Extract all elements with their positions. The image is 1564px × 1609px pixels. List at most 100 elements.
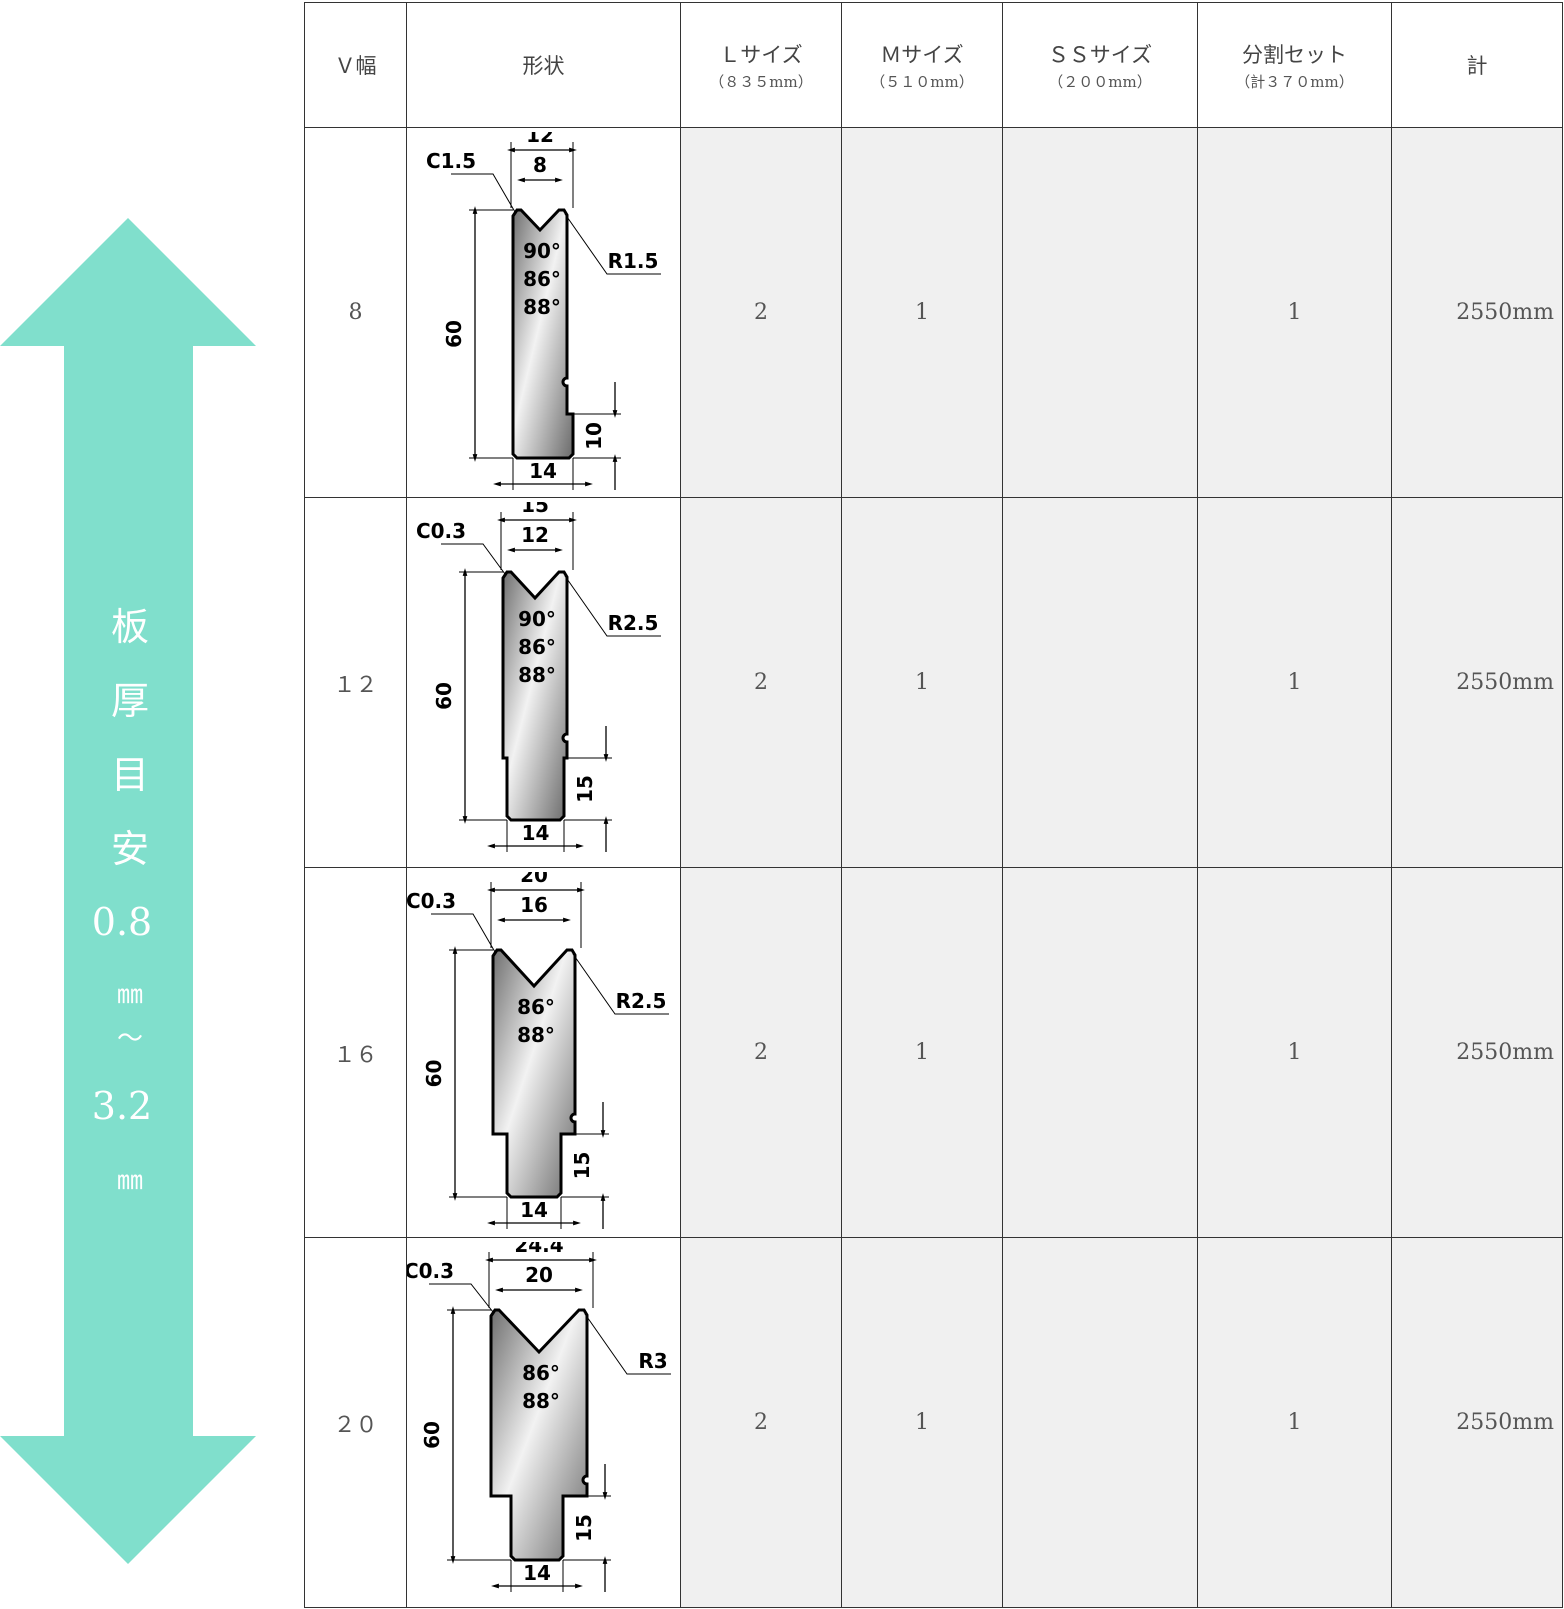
- dim-height: 60: [420, 1421, 444, 1449]
- dim-angle: 88°: [522, 1389, 560, 1413]
- dim-height: 60: [422, 1059, 446, 1087]
- header-m-size-sub: （５１０mm）: [870, 72, 974, 91]
- dim-angle: 86°: [518, 635, 556, 659]
- header-v-width: Ｖ幅: [304, 2, 407, 128]
- die-profile-drawing: 24.4 20 C0.3R3 86° 88° 60 14 15: [407, 1242, 671, 1592]
- dim-top-outer: 15: [521, 502, 549, 517]
- cell-split-set: 1: [1197, 497, 1392, 868]
- dim-angle: 86°: [522, 1361, 560, 1385]
- arrow-label-char-4: 安: [110, 827, 149, 871]
- cell-ss-size: [1002, 867, 1198, 1238]
- dim-tang-height: 15: [570, 1151, 594, 1179]
- cell-split-set: 1: [1197, 127, 1392, 498]
- arrow-unit-2: ㎜: [116, 1166, 143, 1196]
- die-profile-body: [489, 1308, 589, 1561]
- die-profile-body: [501, 570, 569, 821]
- dim-tang-height: 15: [572, 1514, 596, 1542]
- dim-chamfer: C0.3: [416, 519, 466, 543]
- double-arrow-icon: [0, 218, 256, 1564]
- header-split-set-sub: （計３７０mm）: [1235, 72, 1354, 91]
- arrow-tilde: ～: [116, 1024, 143, 1054]
- dim-chamfer: C0.3: [407, 1259, 454, 1283]
- dim-top-inner: 8: [533, 153, 547, 177]
- cell-ss-size: [1002, 127, 1198, 498]
- header-m-size-label: Ｍサイズ: [880, 42, 964, 67]
- die-spec-table: Ｖ幅 形状 Ｌサイズ （８３５mm） Ｍサイズ （５１０mm） ＳＳサイズ （２…: [304, 2, 1563, 1608]
- die-profile-body: [491, 948, 577, 1198]
- dim-tang-height: 15: [573, 775, 597, 803]
- cell-l-size: 2: [680, 867, 842, 1238]
- dim-chamfer: C1.5: [426, 149, 476, 173]
- arrow-unit-1: ㎜: [116, 980, 143, 1010]
- dim-bottom: 14: [522, 821, 550, 845]
- header-l-size-label: Ｌサイズ: [719, 42, 803, 67]
- cell-split-set: 1: [1197, 1237, 1392, 1608]
- dim-top-inner: 20: [525, 1263, 553, 1287]
- header-shape: 形状: [406, 2, 681, 128]
- die-profile-body: [511, 208, 575, 459]
- dim-tang-height: 10: [582, 422, 606, 450]
- cell-v-width: 8: [304, 127, 407, 498]
- dim-angle: 88°: [518, 663, 556, 687]
- cell-v-width: ２０: [304, 1237, 407, 1608]
- dim-angle: 86°: [523, 267, 561, 291]
- dim-radius: R1.5: [608, 249, 659, 273]
- dim-top-outer: 12: [526, 132, 554, 147]
- dim-bottom: 14: [520, 1198, 548, 1222]
- header-row: Ｖ幅 形状 Ｌサイズ （８３５mm） Ｍサイズ （５１０mm） ＳＳサイズ （２…: [304, 2, 1563, 128]
- cell-split-set: 1: [1197, 867, 1392, 1238]
- header-l-size: Ｌサイズ （８３５mm）: [680, 2, 842, 128]
- header-ss-size-label: ＳＳサイズ: [1047, 42, 1153, 67]
- dim-top-outer: 20: [520, 872, 548, 887]
- cell-m-size: 1: [841, 497, 1003, 868]
- cell-total: 2550mm: [1391, 867, 1563, 1238]
- cell-total: 2550mm: [1391, 127, 1563, 498]
- dim-angle: 88°: [517, 1023, 555, 1047]
- cell-m-size: 1: [841, 127, 1003, 498]
- dim-height: 60: [442, 320, 466, 348]
- thickness-range-arrow: 板 厚 目 安 0.8 ㎜ ～ 3.2 ㎜: [0, 0, 290, 1605]
- cell-ss-size: [1002, 1237, 1198, 1608]
- dim-chamfer: C0.3: [407, 889, 456, 913]
- dim-top-inner: 16: [520, 893, 548, 917]
- die-profile-drawing: 12 8 C1.5R1.5 90° 86° 88° 60 14 10: [426, 132, 661, 490]
- header-l-size-sub: （８３５mm）: [709, 72, 813, 91]
- header-split-set: 分割セット （計３７０mm）: [1197, 2, 1392, 128]
- dim-angle: 90°: [523, 239, 561, 263]
- arrow-label-char-3: 目: [110, 753, 149, 797]
- header-ss-size: ＳＳサイズ （２００mm）: [1002, 2, 1198, 128]
- dim-bottom: 14: [523, 1561, 551, 1585]
- dim-angle: 86°: [517, 995, 555, 1019]
- dim-angle: 90°: [518, 607, 556, 631]
- cell-v-width: １６: [304, 867, 407, 1238]
- dim-radius: R2.5: [616, 989, 667, 1013]
- dim-top-outer: 24.4: [514, 1242, 563, 1257]
- dim-radius: R3: [638, 1349, 667, 1373]
- cell-l-size: 2: [680, 497, 842, 868]
- cell-m-size: 1: [841, 867, 1003, 1238]
- arrow-label-char-1: 板: [110, 605, 149, 649]
- header-total: 計: [1391, 2, 1563, 128]
- dim-radius: R2.5: [608, 611, 659, 635]
- cell-l-size: 2: [680, 1237, 842, 1608]
- cell-ss-size: [1002, 497, 1198, 868]
- header-ss-size-sub: （２００mm）: [1048, 72, 1152, 91]
- header-m-size: Ｍサイズ （５１０mm）: [841, 2, 1003, 128]
- header-split-set-label: 分割セット: [1242, 42, 1347, 67]
- dim-angle: 88°: [523, 295, 561, 319]
- cell-total: 2550mm: [1391, 1237, 1563, 1608]
- arrow-range-to: 3.2: [91, 1084, 153, 1128]
- dim-bottom: 14: [529, 459, 557, 483]
- die-profile-drawing: 20 16 C0.3R2.5 86° 88° 60 14 15: [407, 872, 669, 1229]
- arrow-range-from: 0.8: [91, 900, 153, 944]
- dim-height: 60: [432, 682, 456, 710]
